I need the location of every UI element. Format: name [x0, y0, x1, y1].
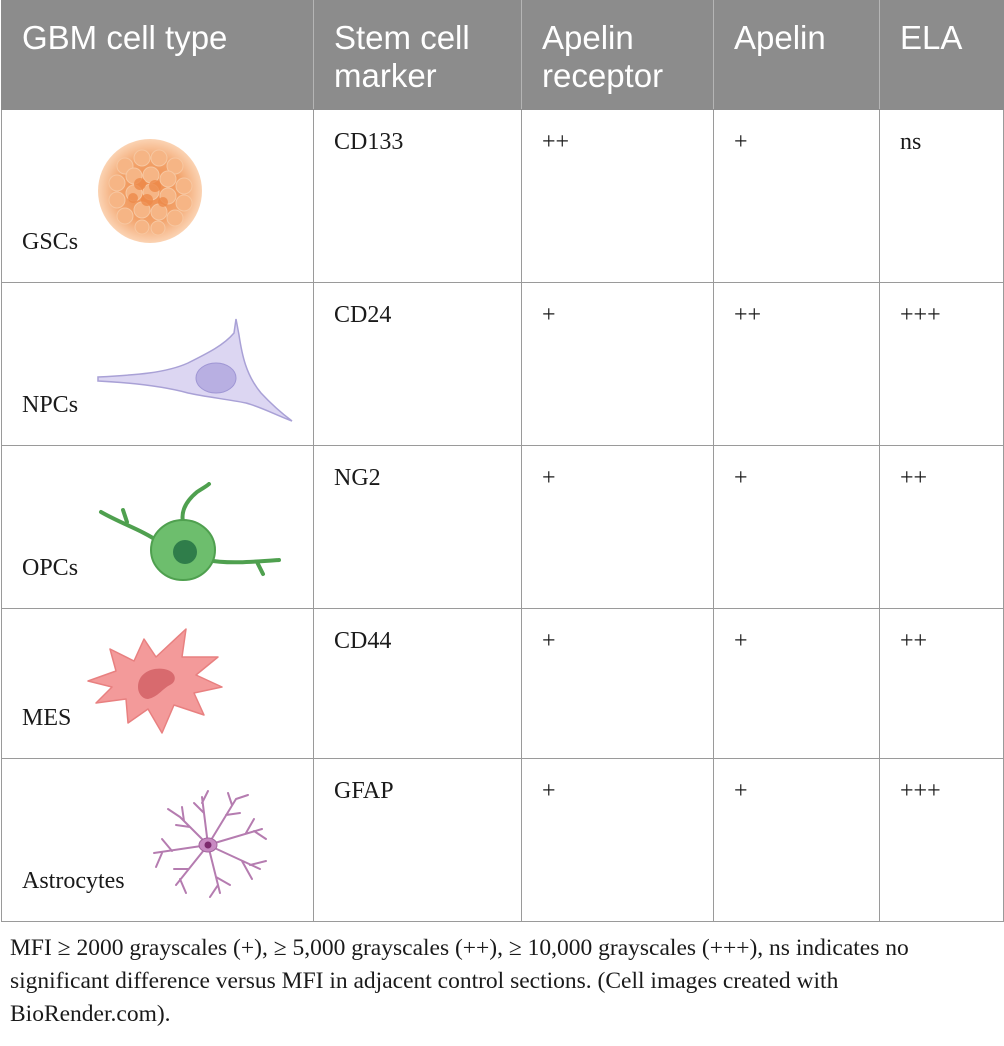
table-row: NPCs CD24 + ++ +++ [1, 282, 1004, 446]
table-footnote: MFI ≥ 2000 grayscales (+), ≥ 5,000 grays… [10, 935, 909, 1027]
cell-type-label: NPCs [22, 392, 79, 418]
header-stem-cell-marker: Stem cell marker [313, 0, 522, 110]
cell-type-cell: MES [1, 608, 314, 759]
ela-cell: ns [879, 109, 1004, 283]
table-row: Astrocytes GFAP + + +++ [1, 758, 1004, 922]
apelin-cell: ++ [713, 282, 880, 446]
table-row: MES CD44 + + ++ [1, 608, 1004, 759]
header-gbm-cell-type: GBM cell type [1, 0, 314, 110]
ela-cell: ++ [879, 608, 1004, 759]
mesenchymal-cell-icon [87, 628, 223, 734]
cell-type-cell: GSCs [1, 109, 314, 283]
table-row: GSCs CD133 ++ + ns [1, 109, 1004, 283]
cell-type-label: GSCs [22, 229, 79, 255]
ela-cell: +++ [879, 758, 1004, 922]
stem-cell-marker-cell: CD44 [313, 608, 522, 759]
ela-cell: +++ [879, 282, 1004, 446]
cell-type-label: Astrocytes [22, 868, 125, 894]
apelin-cell: + [713, 109, 880, 283]
apelin-receptor-cell: + [521, 282, 714, 446]
table-container: GBM cell type Stem cell marker Apelin re… [1, 0, 1004, 922]
stem-cell-marker-cell: CD133 [313, 109, 522, 283]
neural-progenitor-cell-icon [97, 318, 293, 422]
table-header-row: GBM cell type Stem cell marker Apelin re… [1, 0, 1004, 110]
stem-cell-marker-cell: NG2 [313, 445, 522, 609]
stem-cell-marker-cell: CD24 [313, 282, 522, 446]
cell-type-label: OPCs [22, 555, 79, 581]
cell-type-cell: OPCs [1, 445, 314, 609]
apelin-cell: + [713, 758, 880, 922]
apelin-cell: + [713, 445, 880, 609]
table-row: OPCs NG2 + + ++ [1, 445, 1004, 609]
cell-type-label: MES [22, 705, 72, 731]
astrocyte-icon [153, 790, 267, 898]
header-apelin-receptor: Apelin receptor [521, 0, 714, 110]
oligodendrocyte-progenitor-cell-icon [99, 482, 281, 581]
apelin-receptor-cell: + [521, 445, 714, 609]
header-ela: ELA [879, 0, 1004, 110]
header-apelin: Apelin [713, 0, 880, 110]
stem-cell-marker-cell: GFAP [313, 758, 522, 922]
stem-cell-cluster-icon [98, 139, 202, 243]
expression-table: GBM cell type Stem cell marker Apelin re… [1, 0, 1004, 922]
ela-cell: ++ [879, 445, 1004, 609]
apelin-cell: + [713, 608, 880, 759]
cell-type-cell: Astrocytes [1, 758, 314, 922]
apelin-receptor-cell: + [521, 608, 714, 759]
cell-type-cell: NPCs [1, 282, 314, 446]
apelin-receptor-cell: ++ [521, 109, 714, 283]
apelin-receptor-cell: + [521, 758, 714, 922]
